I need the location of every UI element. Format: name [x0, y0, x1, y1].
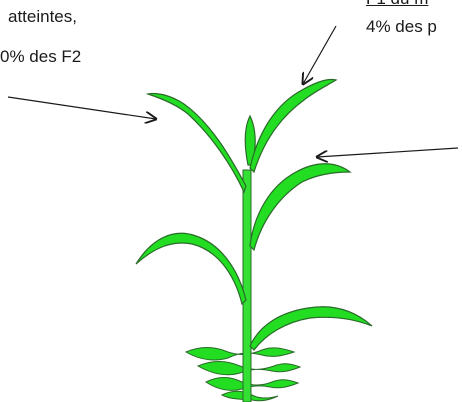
arrow-top-right [303, 26, 336, 84]
leaf-mid-right [250, 164, 350, 250]
leaf-mid-left [136, 233, 246, 304]
stem [243, 170, 251, 402]
spike-row-3 [206, 378, 298, 391]
spike-row-1 [186, 348, 294, 361]
arrow-right [317, 148, 458, 157]
leaf-lower-right [250, 307, 372, 350]
leaf-upper-right [250, 79, 336, 172]
arrow-left [8, 97, 156, 119]
leaf-upper-left [148, 93, 246, 192]
